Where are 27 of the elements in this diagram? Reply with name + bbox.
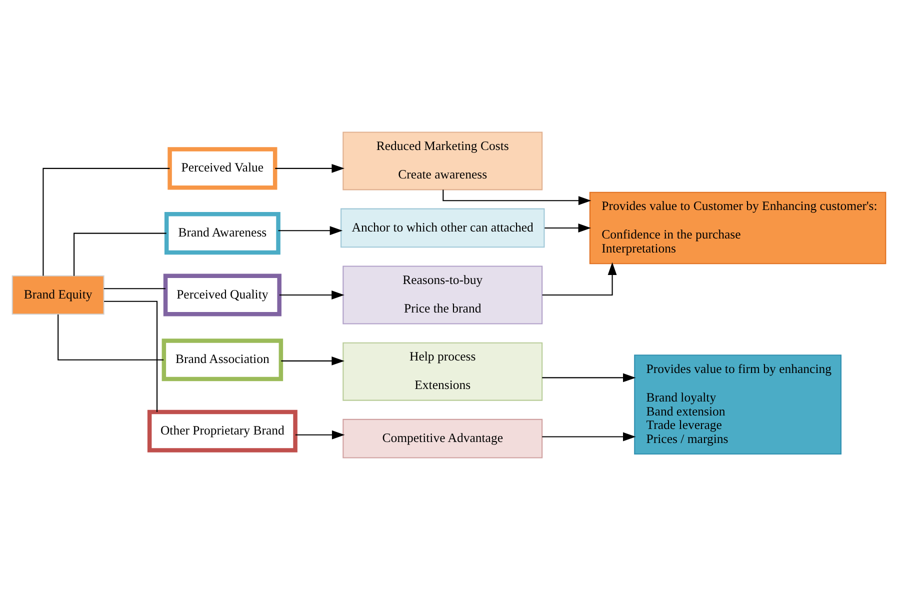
node-box: Perceived Quality xyxy=(163,273,282,316)
arrow xyxy=(278,226,343,235)
arrow xyxy=(544,223,592,232)
node-box: Reduced Marketing Costs Create awareness xyxy=(342,131,543,190)
connector xyxy=(104,300,158,412)
node-box: Competitive Advantage xyxy=(342,418,543,458)
connector xyxy=(58,314,164,360)
connector xyxy=(74,232,166,276)
connector xyxy=(42,167,170,276)
arrow xyxy=(295,430,345,439)
node-box: Anchor to which other can attached xyxy=(340,208,545,248)
node-box: Provides value to firm by enhancing Brand loyalty Band extension Trade leverage Prices / margins xyxy=(634,354,842,454)
arrow xyxy=(275,163,344,172)
node-box: Perceived Value xyxy=(168,146,278,190)
node-box: Reasons-to-buy Price the brand xyxy=(342,265,543,324)
node-box: Provides value to Customer by Enhancing customer's: Confidence in the purchase Interpretations xyxy=(589,191,886,264)
node-box: Other Proprietary Brand xyxy=(147,409,298,452)
arrow xyxy=(542,432,636,441)
arrow xyxy=(279,290,344,299)
arrow xyxy=(542,372,636,382)
arrow xyxy=(542,262,617,296)
node-box: Help process Extensions xyxy=(342,342,543,400)
connector xyxy=(104,288,166,289)
node-box: Brand Equity xyxy=(12,274,104,314)
node-box: Brand Association xyxy=(162,338,284,381)
node-box: Brand Awareness xyxy=(164,212,280,254)
arrow xyxy=(281,356,344,365)
